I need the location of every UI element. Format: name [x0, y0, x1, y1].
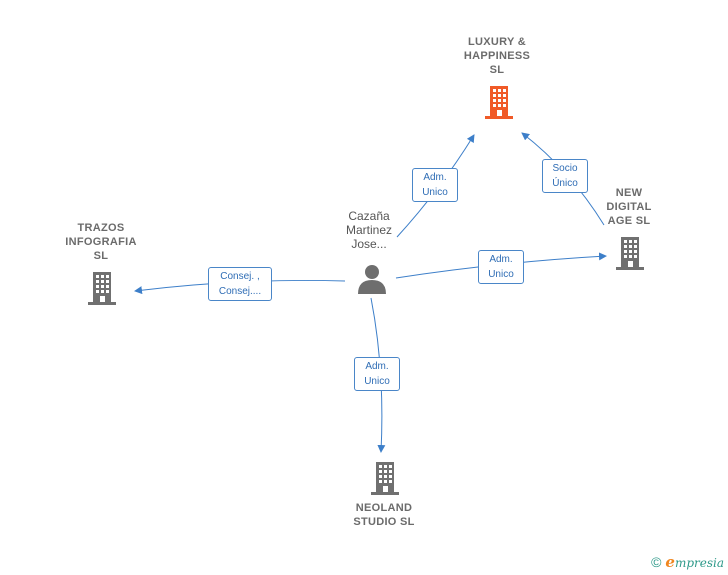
building-icon-neoland[interactable] — [369, 461, 401, 495]
footer-brand: © empresia — [651, 553, 724, 571]
company-label-neoland[interactable]: NEOLAND STUDIO SL — [353, 502, 415, 528]
empresia-logo[interactable]: empresia — [665, 553, 724, 571]
person-label[interactable]: Cazaña Martinez Jose... — [345, 209, 392, 251]
edge-label-to-luxury: Adm. Unico — [412, 168, 458, 202]
company-label-luxury[interactable]: LUXURY & HAPPINESS SL — [463, 36, 531, 76]
building-icon-luxury[interactable] — [483, 85, 515, 119]
building-icon-new-digital[interactable] — [614, 236, 646, 270]
company-label-new-digital[interactable]: NEW DIGITAL AGE SL — [606, 187, 652, 227]
company-label-trazos[interactable]: TRAZOS INFOGRAFIA SL — [65, 222, 137, 262]
copyright-symbol: © — [651, 554, 662, 570]
edge-label-to-new-digital: Adm. Unico — [478, 250, 524, 284]
building-icon-trazos[interactable] — [86, 271, 118, 305]
edge-label-to-trazos: Consej. , Consej.... — [208, 267, 272, 301]
edge-label-newdigital-to-luxury: Socio Único — [542, 159, 588, 193]
person-icon[interactable] — [356, 263, 388, 295]
edge-label-to-neoland: Adm. Unico — [354, 357, 400, 391]
